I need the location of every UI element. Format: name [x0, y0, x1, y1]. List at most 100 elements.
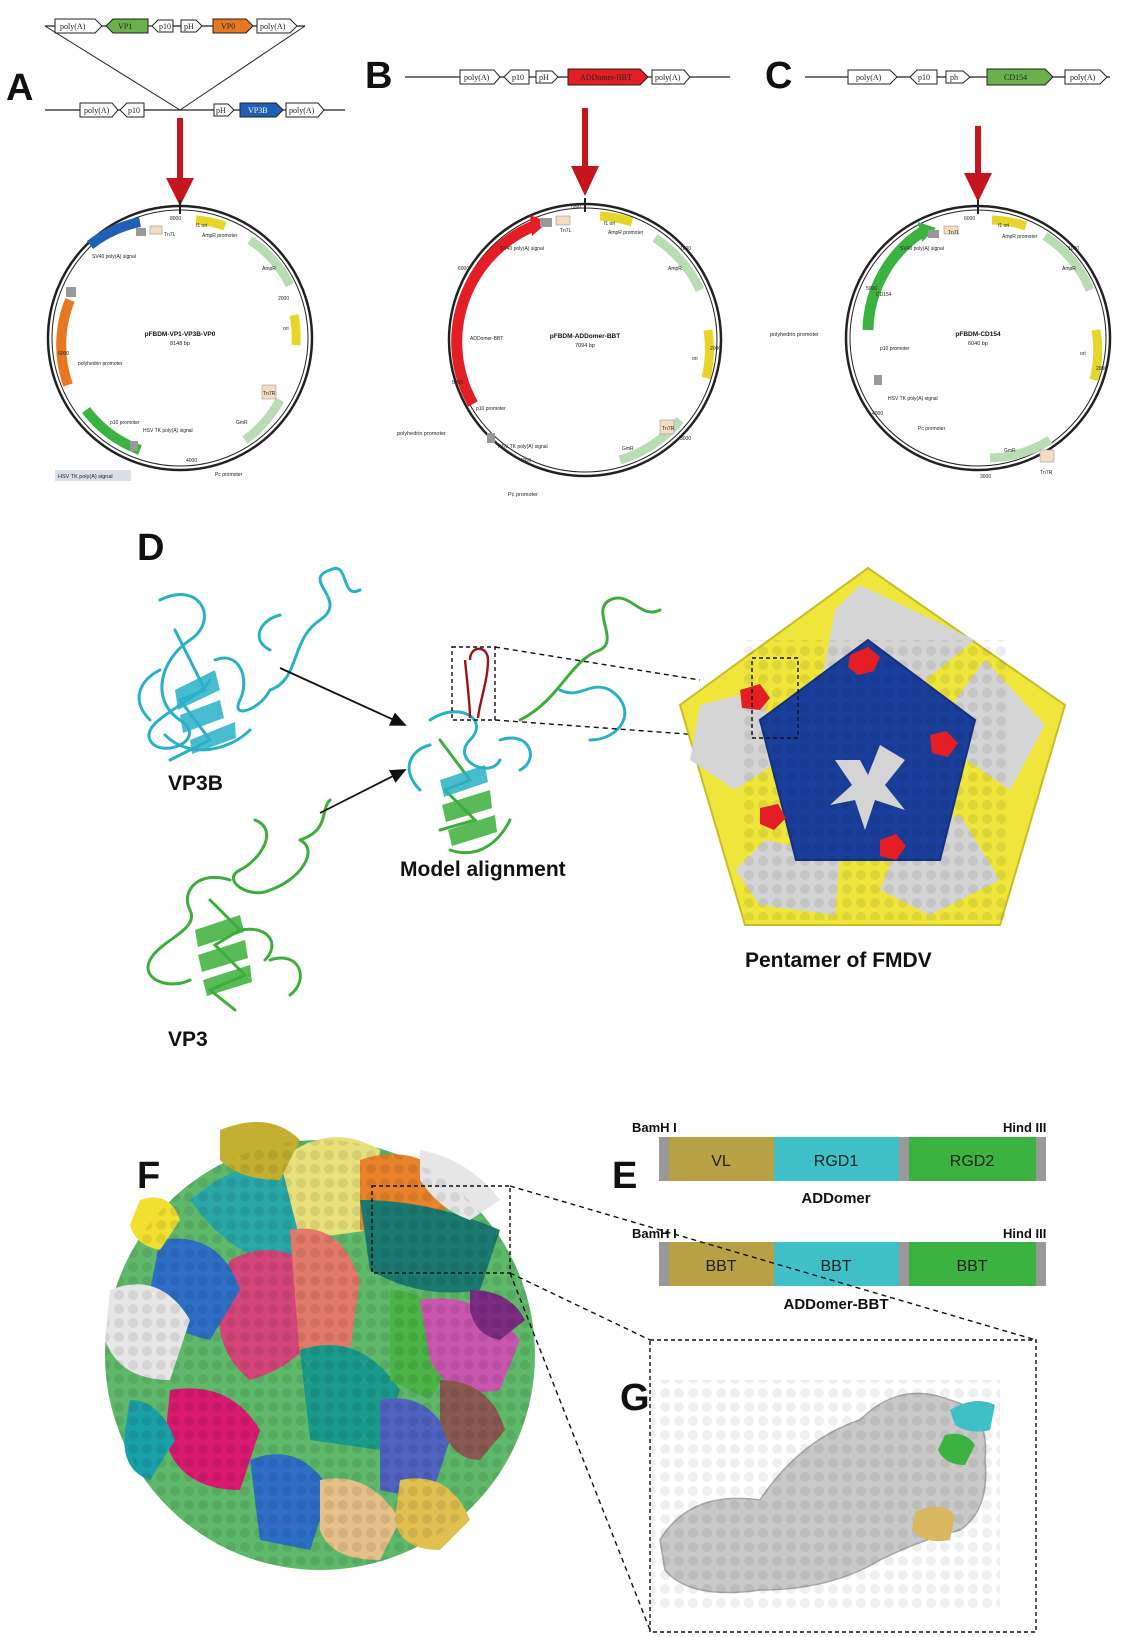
b-tick-6: 5000	[452, 380, 463, 386]
c-feature-2: AmpR promoter	[1002, 234, 1038, 240]
b-addomer-arc	[451, 219, 539, 407]
c-tick-3: 2000	[1096, 366, 1107, 372]
a-insert-label-5: VP0	[221, 22, 235, 31]
b-feature-10: polyhedrin promoter	[397, 431, 446, 437]
fmdv-pentamer	[678, 566, 1067, 926]
a-feature-10: polyhedrin promoter	[78, 361, 123, 367]
e2-segment-1	[669, 1242, 774, 1286]
c-feature-5: Tn7R	[1040, 470, 1053, 476]
panel-d: D VP3B	[137, 527, 1067, 1051]
e1-segment-1	[669, 1137, 774, 1181]
a-tick-4: 6000	[58, 351, 69, 357]
b-feature-13: ADDomer-BBT	[470, 336, 503, 342]
f-zoom-box	[371, 1185, 511, 1274]
b-feature-12: Tn7L	[560, 228, 572, 234]
a-tick-3: 4000	[186, 458, 197, 464]
e1-segment-label-2: RGD1	[814, 1153, 859, 1170]
panel-c: C poly(A) p10 ph CD154 poly(A) pFBDM-CD1…	[765, 55, 1112, 480]
b-tick-7: 6000	[458, 266, 469, 272]
b-tick-1: 7000	[570, 204, 581, 210]
monomer-surface	[650, 1380, 1000, 1610]
c-feature-9: p10 promoter	[880, 346, 910, 352]
panel-letter-b: B	[365, 55, 392, 97]
panel-letter-c: C	[765, 55, 792, 97]
b-tick-4: 3000	[680, 436, 691, 442]
panel-letter-a: A	[6, 67, 33, 109]
c-feature-1: f1 ori	[998, 223, 1009, 229]
a-feature-12: Tn7L	[164, 232, 176, 238]
c-feature-12: Tn7L	[948, 230, 960, 236]
e2-segment-2	[774, 1242, 899, 1286]
a-vp0-arc	[56, 298, 75, 387]
b-tick-2: 1000	[680, 246, 691, 252]
vp3b-label: VP3B	[168, 772, 223, 795]
e2-segment-label-1: BBT	[705, 1258, 736, 1275]
a-plasmid-size: 8148 bp	[170, 341, 190, 347]
vp3-label: VP3	[168, 1028, 208, 1051]
c-insert-label-2: p10	[918, 73, 930, 82]
pentamer-label: Pentamer of FMDV	[745, 949, 932, 972]
e1-segment-3	[909, 1137, 1036, 1181]
b-insert-label-1: poly(A)	[464, 73, 490, 82]
c-feature-8: HSV TK poly(A) signal	[888, 396, 938, 402]
b-feature-5: Tn7R	[662, 426, 675, 432]
b-insert-label-4: ADDomer-BBT	[580, 73, 632, 82]
b-tick-5: 4000	[520, 458, 531, 464]
panel-f: F	[105, 1122, 1037, 1631]
c-plasmid-name: pFBDM-CD154	[955, 331, 1001, 338]
a-red-arrow-head	[166, 178, 194, 206]
b-insert-label-3: pH	[539, 73, 549, 82]
e1-right-site: Hind III	[1003, 1120, 1046, 1135]
c-feature-6: GmR	[1004, 448, 1016, 454]
e2-segment-label-3: BBT	[956, 1258, 987, 1275]
e2-segment-label-2: BBT	[820, 1258, 851, 1275]
c-insert-label-5: poly(A)	[1070, 73, 1096, 82]
a-insert-label-3: p10	[159, 22, 171, 31]
panel-letter-f: F	[137, 1155, 160, 1197]
panel-e: E BamH I Hind III VL RGD1 RGD2 ADDomer B…	[612, 1120, 1046, 1313]
e1-segment-label-3: RGD2	[950, 1153, 995, 1170]
e1-segment-label-1: VL	[711, 1153, 731, 1170]
a-tick-1: 8000	[170, 216, 181, 222]
c-tick-6: 5000	[866, 286, 877, 292]
alignment-zoom-box	[451, 646, 496, 721]
panel-a: A poly(A) VP1 p10 pH VP0 poly(A) poly(A)…	[6, 18, 345, 481]
c-tick-2: 1000	[1068, 246, 1079, 252]
a-backbone-label-3: pH	[216, 106, 226, 115]
a-backbone-label-2: p10	[128, 106, 140, 115]
c-feature-11: SV40 poly(A) signal	[900, 246, 944, 252]
b-feature-3: AmpR	[668, 266, 682, 272]
b-feature-9: p10 promoter	[476, 406, 506, 412]
b-tick-3: 2000	[710, 346, 721, 352]
c-insert-label-1: poly(A)	[856, 73, 882, 82]
e2-left-site: BamH I	[632, 1226, 677, 1241]
a-feature-7: Pc promoter	[215, 472, 243, 478]
b-feature-7: Pc promoter	[508, 492, 538, 498]
b-feature-11: SV40 poly(A) signal	[500, 246, 544, 252]
b-plasmid-size: 7094 bp	[575, 343, 595, 349]
a-insert-label-4: pH	[184, 22, 194, 31]
c-red-arrow-head	[964, 173, 992, 202]
vp3b-ribbon	[137, 566, 362, 762]
b-feature-1: f1 ori	[604, 221, 615, 227]
b-feature-4: ori	[692, 356, 698, 362]
a-feature-11: SV40 poly(A) signal	[92, 254, 136, 260]
a-highlight-label: HSV TK poly(A) signal	[58, 474, 113, 480]
c-feature-13: CD154	[876, 292, 892, 298]
a-feature-5: Tn7R	[263, 391, 276, 397]
a-feature-4: ori	[283, 326, 289, 332]
e1-segment-2	[774, 1137, 899, 1181]
c-feature-3: AmpR	[1062, 266, 1076, 272]
b-feature-6: GmR	[622, 446, 634, 452]
panel-letter-g: G	[620, 1377, 650, 1419]
b-feature-8: HSV TK poly(A) signal	[498, 444, 548, 450]
b-insert-label-5: poly(A)	[655, 73, 681, 82]
a-insert-label-6: poly(A)	[260, 22, 286, 31]
e2-right-site: Hind III	[1003, 1226, 1046, 1241]
a-feature-8: HSV TK poly(A) signal	[143, 428, 193, 434]
a-feature-9: p10 promoter	[110, 420, 140, 426]
c-insert-label-4: CD154	[1004, 73, 1027, 82]
a-feature-1: f1 ori	[196, 223, 207, 229]
b-plasmid-name: pFBDM-ADDomer-BBT	[550, 333, 620, 340]
